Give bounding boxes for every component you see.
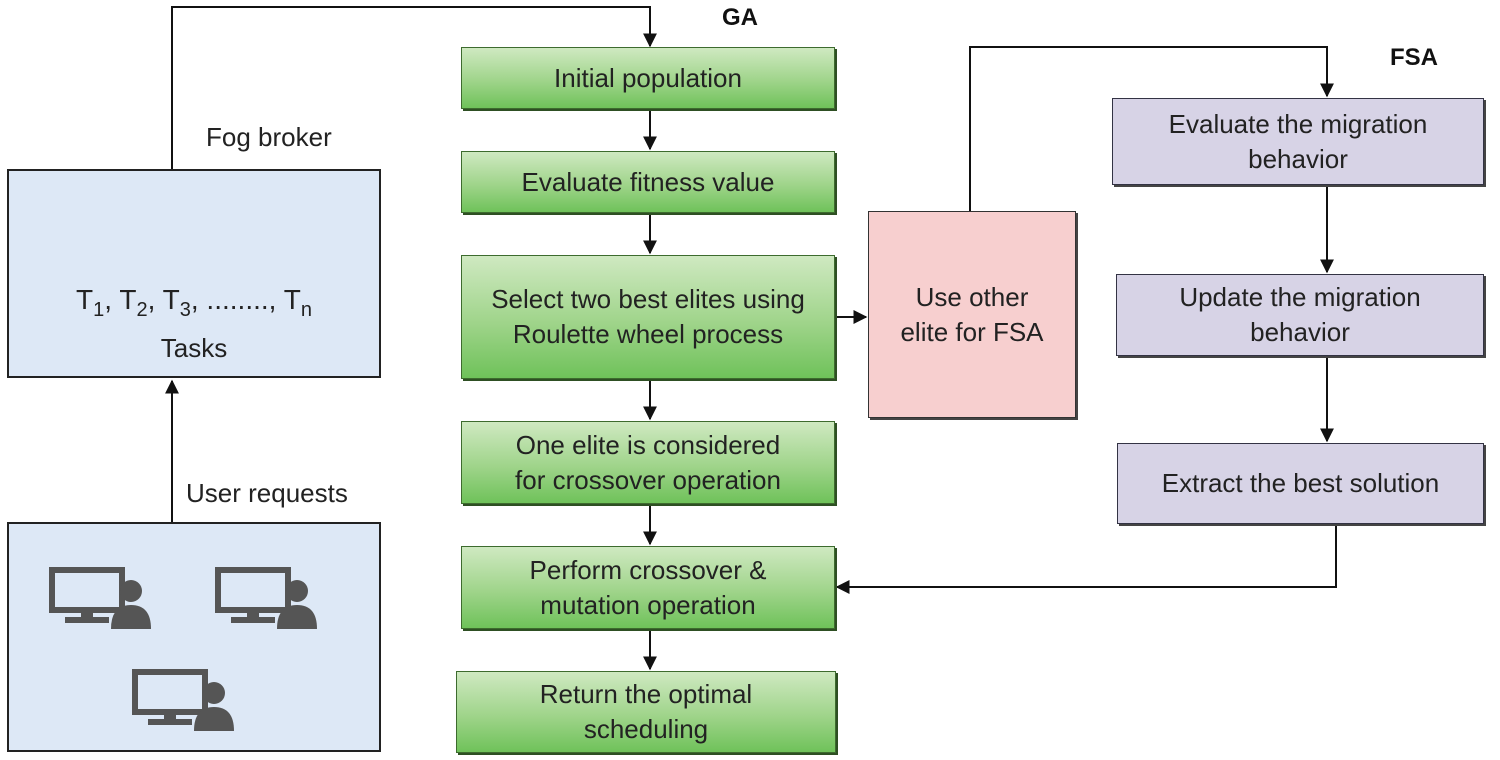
ga-step-evaluate-fitness: Evaluate fitness value	[461, 151, 835, 213]
task-n-sub: n	[300, 299, 312, 321]
arrow-branch-to-fsa	[969, 46, 1334, 211]
tasks-label: Tasks	[160, 333, 228, 363]
users-box	[7, 522, 381, 752]
task-n-letter: T	[283, 284, 301, 315]
task-sep-1: ,	[104, 284, 120, 315]
ga-step-perform-crossover: Perform crossover & mutation operation	[461, 546, 835, 629]
arrow-fsa-to-crossover	[835, 525, 1337, 594]
task-3-letter: T	[162, 284, 180, 315]
task-2-letter: T	[119, 284, 137, 315]
user-requests-label: User requests	[186, 478, 348, 508]
fog-broker-label: Fog broker	[206, 122, 332, 152]
user-computer-icon	[132, 669, 234, 731]
use-other-elite-box: Use other elite for FSA	[868, 211, 1076, 418]
ga-step-elite-crossover: One elite is considered for crossover op…	[461, 421, 835, 504]
task-2-sub: 2	[136, 299, 148, 321]
task-1-sub: 1	[93, 299, 105, 321]
ga-step-return-optimal: Return the optimal scheduling	[456, 671, 836, 753]
fsa-step-evaluate-migration: Evaluate the migration behavior	[1112, 98, 1484, 185]
user-computer-icon	[215, 567, 317, 629]
ga-step-select-elites: Select two best elites using Roulette wh…	[461, 255, 835, 379]
ga-title: GA	[722, 4, 758, 31]
fog-broker-box: T1, T2, T3, ........, Tn Tasks	[7, 169, 381, 378]
fsa-step-update-migration: Update the migration behavior	[1116, 274, 1484, 356]
fsa-step-extract-best: Extract the best solution	[1117, 443, 1484, 524]
task-3-sub: 3	[179, 299, 191, 321]
task-sep-3: , ........,	[190, 284, 284, 315]
task-1-letter: T	[76, 284, 94, 315]
fsa-title: FSA	[1390, 44, 1438, 71]
task-sep-2: ,	[147, 284, 163, 315]
ga-step-initial-population: Initial population	[461, 47, 835, 109]
arrow-broker-to-ga	[171, 6, 657, 169]
user-computer-icon	[49, 567, 151, 629]
task-sequence: T1, T2, T3, ........, Tn	[9, 247, 379, 328]
